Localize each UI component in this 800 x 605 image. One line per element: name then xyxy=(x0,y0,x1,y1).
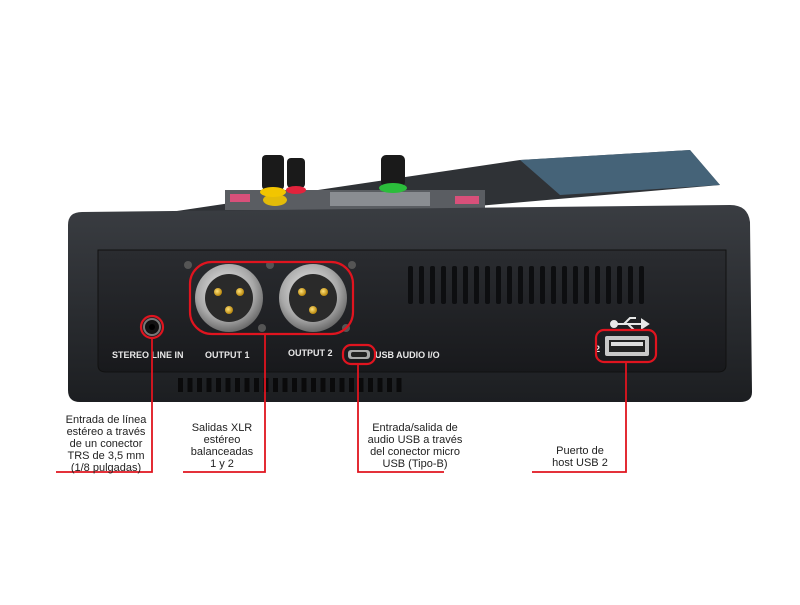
vent-slot xyxy=(441,266,446,304)
vent-slot xyxy=(628,266,633,304)
vent-slot xyxy=(419,266,424,304)
bottom-vent-slot xyxy=(301,378,307,392)
vent-slot xyxy=(540,266,545,304)
vent-slot xyxy=(617,266,622,304)
bottom-vent-slot xyxy=(320,378,326,392)
label-usb-host-number: 2 xyxy=(595,344,600,354)
panel-screws xyxy=(184,261,356,332)
bottom-vent-slot xyxy=(358,378,364,392)
bottom-vent-slot xyxy=(377,378,383,392)
bottom-vents xyxy=(178,378,402,392)
callout-usb-audio: Entrada/salida de audio USB a través del… xyxy=(367,422,463,470)
bottom-vent-slot xyxy=(273,378,278,392)
bottom-vent-slot xyxy=(225,378,231,392)
bottom-vent-slot xyxy=(178,378,183,392)
vent-slot xyxy=(463,266,468,304)
callout-line-in: Entrada de línea estéreo a través de un … xyxy=(65,414,147,474)
pink-button xyxy=(230,194,250,202)
vent-slot xyxy=(518,266,523,304)
bottom-vent-slot xyxy=(387,378,392,392)
vent-slot xyxy=(430,266,435,304)
leader-lines xyxy=(56,334,627,473)
vent-slot xyxy=(452,266,457,304)
vent-slot xyxy=(551,266,556,304)
label-output-1: OUTPUT 1 xyxy=(205,350,250,360)
callout-xlr-outputs: Salidas XLR estéreo balanceadas 1 y 2 xyxy=(190,422,254,470)
label-output-2: OUTPUT 2 xyxy=(288,348,333,358)
bottom-vent-slot xyxy=(235,378,240,392)
xlr-output-2 xyxy=(279,264,347,332)
vent-slot xyxy=(584,266,589,304)
bottom-vent-slot xyxy=(339,378,345,392)
vent-slot xyxy=(507,266,512,304)
vent-slot xyxy=(595,266,600,304)
bottom-vent-slot xyxy=(254,378,259,392)
label-stereo-line-in: STEREO LINE IN xyxy=(112,350,184,360)
bottom-vent-slot xyxy=(263,378,269,392)
bottom-vent-slot xyxy=(244,378,250,392)
bottom-vent-slot xyxy=(311,378,316,392)
vent-slot xyxy=(529,266,534,304)
xlr-output-1 xyxy=(195,264,263,332)
label-usb-audio: USB AUDIO I/O xyxy=(375,350,440,360)
callout-usb-host: Puerto de host USB 2 xyxy=(552,445,608,469)
vent-slot xyxy=(474,266,479,304)
micro-usb-port xyxy=(348,350,370,359)
vent-slot xyxy=(485,266,490,304)
bottom-vent-slot xyxy=(396,378,402,392)
stereo-line-in-jack xyxy=(143,318,161,336)
bottom-vent-slot xyxy=(187,378,193,392)
bottom-vent-slot xyxy=(368,378,373,392)
usb-host-port xyxy=(605,336,649,356)
bottom-vent-slot xyxy=(349,378,354,392)
bottom-vent-slot xyxy=(330,378,335,392)
bottom-vent-slot xyxy=(216,378,221,392)
vent-grille xyxy=(408,266,644,304)
bottom-vent-slot xyxy=(206,378,212,392)
vent-slot xyxy=(408,266,413,304)
bottom-vent-slot xyxy=(282,378,288,392)
vent-slot xyxy=(496,266,501,304)
bottom-vent-slot xyxy=(292,378,297,392)
bottom-vent-slot xyxy=(197,378,202,392)
vent-slot xyxy=(639,266,644,304)
knob-cluster xyxy=(260,155,407,206)
vent-slot xyxy=(573,266,578,304)
vent-slot xyxy=(562,266,567,304)
vent-slot xyxy=(606,266,611,304)
